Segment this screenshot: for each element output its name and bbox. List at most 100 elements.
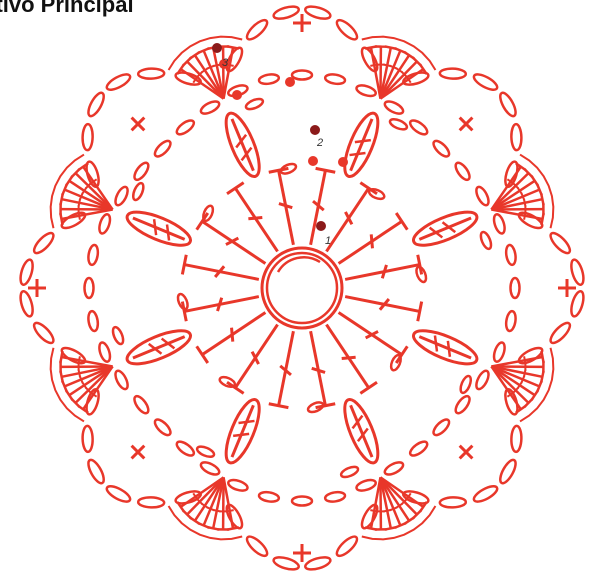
chain-stitch bbox=[497, 458, 518, 486]
double-crochet-stem bbox=[345, 297, 420, 312]
chain-stitch bbox=[474, 369, 491, 391]
cluster-stem bbox=[351, 119, 372, 171]
start-marker-dot bbox=[316, 221, 326, 231]
cluster-slash bbox=[443, 219, 456, 235]
chain-stitch bbox=[196, 445, 216, 459]
chain-stitch bbox=[85, 278, 94, 298]
chain-stitch bbox=[97, 341, 112, 363]
double-crochet-top bbox=[316, 404, 336, 408]
chain-stitch bbox=[31, 230, 56, 256]
cluster-slash bbox=[162, 335, 175, 351]
chain-stitch bbox=[569, 258, 586, 286]
chain-stitch bbox=[245, 97, 265, 111]
chain-stitch bbox=[511, 426, 522, 452]
cluster-slash bbox=[349, 416, 365, 429]
double-crochet-stem bbox=[326, 188, 368, 251]
chain-stitch bbox=[517, 345, 545, 366]
double-crochet-slash bbox=[232, 328, 233, 342]
chain-stitch bbox=[355, 83, 377, 98]
chain-stitch bbox=[292, 71, 312, 80]
chain-stitch bbox=[453, 161, 472, 182]
chain-stitch bbox=[113, 369, 130, 391]
chain-stitch bbox=[511, 278, 520, 298]
chain-stitch bbox=[355, 478, 377, 493]
double-crochet-slash bbox=[248, 218, 262, 219]
double-crochet-stem bbox=[311, 170, 326, 245]
chain-stitch bbox=[138, 68, 164, 79]
double-crochet-slash bbox=[382, 265, 386, 278]
chain-stitch bbox=[340, 465, 360, 479]
double-crochet-stem bbox=[326, 325, 368, 388]
magic-ring-inner bbox=[267, 253, 337, 323]
chain-stitch bbox=[505, 311, 517, 332]
cluster-stem bbox=[232, 119, 253, 171]
fan-stitch-top bbox=[365, 527, 377, 529]
chain-stitch bbox=[85, 91, 106, 119]
double-crochet-stem bbox=[202, 221, 265, 263]
cluster-stem bbox=[419, 218, 471, 239]
double-crochet-stem bbox=[279, 331, 294, 406]
double-crochet-top bbox=[182, 302, 186, 322]
chain-stitch bbox=[60, 210, 88, 231]
chain-stitch bbox=[60, 345, 88, 366]
cluster-slash bbox=[239, 416, 255, 429]
chain-stitch bbox=[18, 290, 35, 318]
chain-stitch bbox=[325, 73, 346, 85]
chain-stitch bbox=[472, 483, 500, 504]
double-crochet-slash bbox=[342, 357, 356, 358]
chain-stitch bbox=[440, 497, 466, 508]
chain-stitch bbox=[244, 17, 270, 42]
chain-stitch bbox=[359, 46, 380, 74]
double-crochet-top bbox=[360, 382, 377, 393]
chain-stitch bbox=[272, 555, 300, 572]
cluster-slash bbox=[233, 429, 249, 442]
double-crochet-stem bbox=[184, 265, 259, 280]
double-crochet-stem bbox=[235, 188, 277, 251]
chain-stitch bbox=[492, 341, 507, 363]
double-crochet-slash bbox=[218, 298, 222, 311]
double-crochet-stem bbox=[202, 312, 265, 354]
chain-stitch bbox=[105, 483, 133, 504]
chain-stitch bbox=[31, 320, 56, 346]
cluster-stem bbox=[133, 218, 185, 239]
cluster-slash bbox=[443, 341, 456, 357]
cluster-slash bbox=[430, 335, 443, 351]
double-crochet-top bbox=[227, 183, 244, 194]
double-crochet-slash bbox=[312, 368, 325, 372]
chain-stitch bbox=[472, 71, 500, 92]
fan-stitch-top bbox=[541, 213, 543, 225]
chain-stitch bbox=[548, 230, 573, 256]
chain-stitch bbox=[82, 426, 93, 452]
start-marker-dot bbox=[232, 90, 242, 100]
chain-stitch bbox=[505, 244, 517, 265]
fan-stitch-top bbox=[227, 46, 239, 48]
cluster-slash bbox=[162, 225, 175, 241]
chain-stitch bbox=[511, 124, 522, 150]
row-number-label: 2 bbox=[316, 137, 323, 149]
cluster-slash bbox=[239, 148, 255, 161]
fan-stitch-top bbox=[60, 351, 62, 363]
magic-ring-outer bbox=[262, 248, 342, 328]
chain-stitch bbox=[497, 91, 518, 119]
chain-stitch bbox=[132, 161, 151, 182]
chain-stitch bbox=[87, 244, 99, 265]
chain-stitch bbox=[459, 375, 473, 395]
row-number-label: 1 bbox=[325, 235, 331, 247]
chain-stitch bbox=[408, 439, 429, 458]
cluster-slash bbox=[355, 429, 371, 442]
cluster-slash bbox=[149, 341, 162, 357]
chain-stitch bbox=[258, 491, 279, 503]
chain-stitch bbox=[113, 185, 130, 207]
double-crochet-stem bbox=[339, 312, 402, 354]
chain-stitch bbox=[199, 99, 221, 116]
row-number-label: 3 bbox=[222, 57, 229, 69]
chain-stitch bbox=[224, 503, 245, 531]
double-crochet-top bbox=[418, 302, 422, 322]
start-marker-dot bbox=[285, 77, 295, 87]
chain-stitch bbox=[138, 497, 164, 508]
chain-stitch bbox=[152, 138, 173, 159]
cluster-slash bbox=[349, 148, 365, 161]
cluster-slash bbox=[149, 219, 162, 235]
chain-stitch bbox=[517, 210, 545, 231]
